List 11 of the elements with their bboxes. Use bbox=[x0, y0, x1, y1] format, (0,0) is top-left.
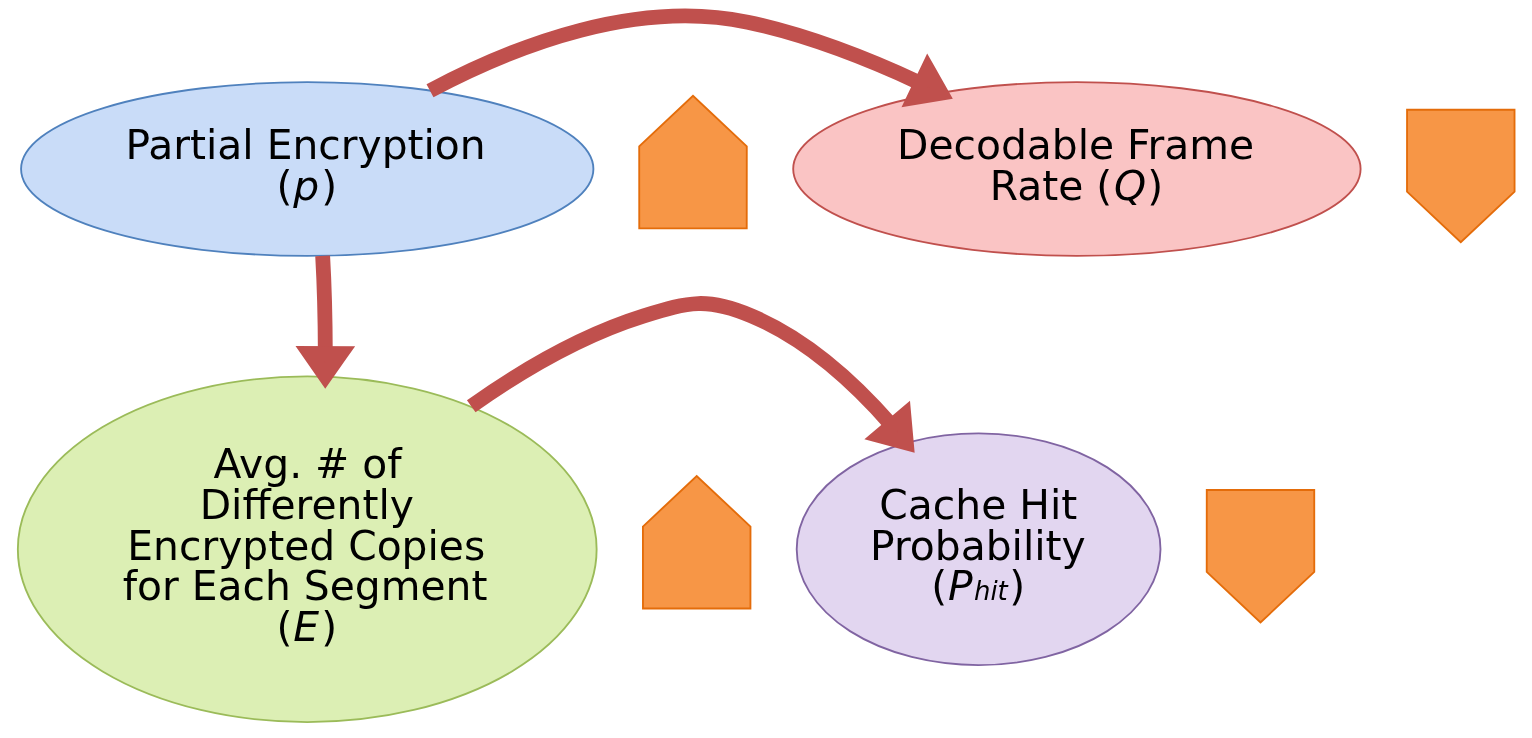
node-arrow bbox=[1406, 108, 1516, 244]
node-ellipse: Avg. # of Differently Encrypted Copies for Each Segment (E) bbox=[16, 375, 598, 723]
node-arrow bbox=[638, 94, 748, 230]
node-ellipse: Cache Hit Probability (Phit) bbox=[795, 432, 1162, 666]
node-arrow bbox=[1205, 489, 1316, 624]
node-ellipse: Partial Encryption (p) bbox=[20, 81, 595, 257]
arrow bbox=[295, 255, 356, 389]
arrow bbox=[426, 8, 953, 108]
node-arrow bbox=[642, 474, 752, 610]
arrow bbox=[467, 296, 915, 453]
node-ellipse: Decodable Frame Rate (Q) bbox=[792, 81, 1362, 257]
